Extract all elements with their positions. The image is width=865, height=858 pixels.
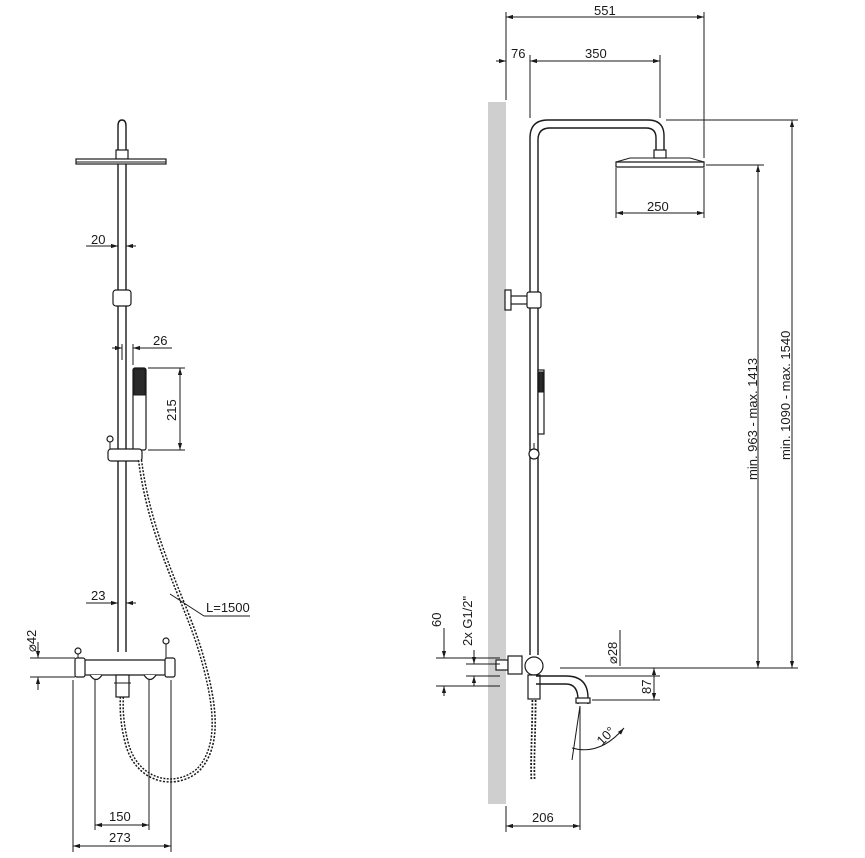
front-dim-overall-width: 273 [109,830,131,845]
front-dim-hose-length: L=1500 [206,600,250,615]
side-riser [529,119,705,655]
front-hose [119,459,216,783]
front-dim-inner-spacing: 150 [109,809,131,824]
side-dim-spout-angle: 10° [594,724,619,749]
side-dim-arm-length: 350 [585,46,607,61]
side-mixer [495,655,591,704]
front-riser-rod [112,164,132,652]
front-mixer [74,637,176,698]
side-dim-head-diameter: 250 [647,199,669,214]
side-dim-spout-drop: 87 [639,680,654,694]
side-dim-wall-offset: 76 [511,46,525,61]
side-hose [530,699,537,781]
side-dim-total-reach: 551 [594,3,616,18]
front-hand-shower [106,367,147,462]
front-dimensions [30,243,250,852]
front-dim-mixer-diameter: ⌀42 [24,630,39,652]
side-dim-spout-reach: 206 [532,810,554,825]
side-wall-bracket [504,289,542,311]
front-dim-lower-rod: 23 [91,588,105,603]
side-dimensions [436,12,798,832]
side-dim-connection-thread: 2x G1/2" [460,595,475,646]
side-dim-pipe-diameter: ⌀28 [605,642,620,664]
side-dim-arm-height: min. 1090 - max. 1540 [778,331,793,460]
front-dim-rod-width: 20 [91,232,105,247]
side-dim-head-height: min. 963 - max. 1413 [745,358,760,480]
wall [488,102,506,804]
front-dim-handshower-length: 215 [164,399,179,421]
front-dim-handshower-offset: 26 [153,333,167,348]
side-hand-shower [528,369,545,460]
side-view: 551 76 350 250 min. 963 - max. 1413 min.… [429,3,798,832]
front-shower-head [75,119,167,165]
front-view: 20 26 215 23 L=1500 ⌀42 150 273 [24,119,250,852]
side-dim-connection-height: 60 [429,613,444,627]
